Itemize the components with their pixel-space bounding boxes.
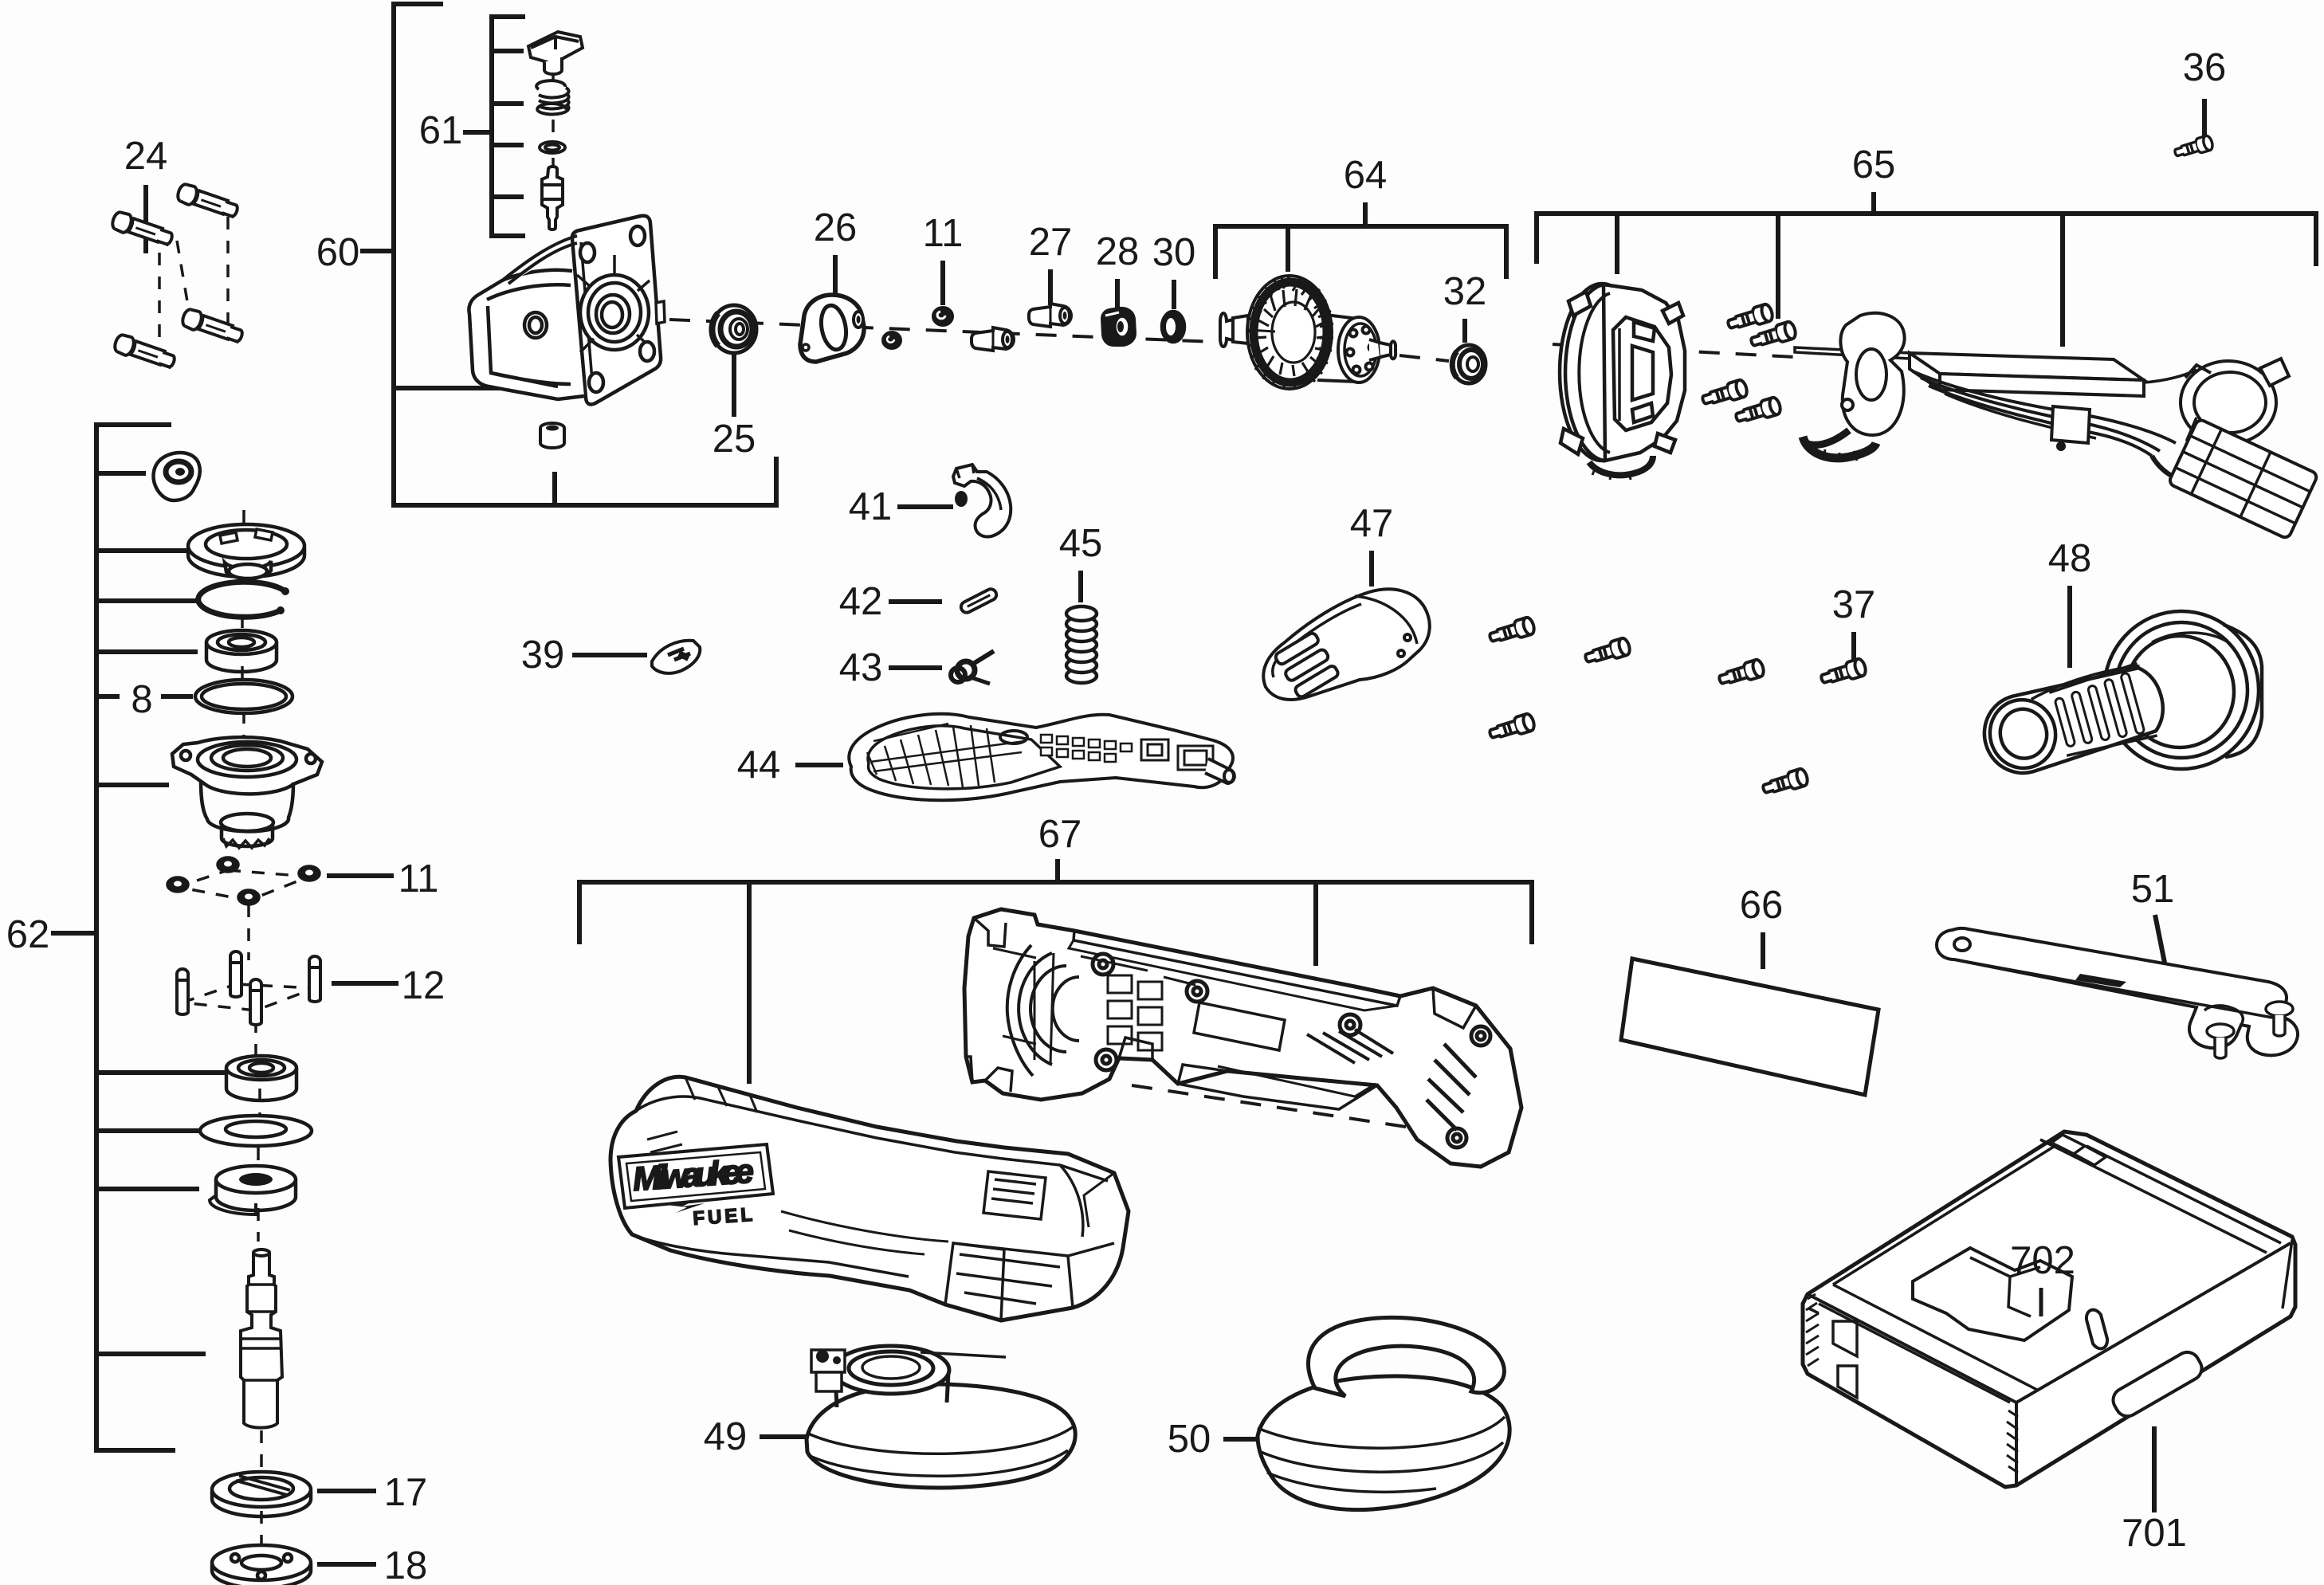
svg-text:66: 66 xyxy=(1740,884,1784,927)
svg-text:36: 36 xyxy=(2183,46,2227,89)
svg-text:65: 65 xyxy=(1852,143,1896,186)
svg-text:64: 64 xyxy=(1344,154,1388,197)
svg-text:8: 8 xyxy=(131,678,152,721)
svg-text:11: 11 xyxy=(923,212,964,255)
svg-text:39: 39 xyxy=(521,634,565,677)
svg-text:702: 702 xyxy=(2010,1239,2075,1282)
svg-text:50: 50 xyxy=(1168,1418,1211,1461)
svg-text:701: 701 xyxy=(2122,1512,2187,1555)
svg-text:18: 18 xyxy=(384,1544,428,1585)
svg-text:67: 67 xyxy=(1038,813,1082,856)
svg-text:48: 48 xyxy=(2048,537,2092,580)
svg-text:30: 30 xyxy=(1152,231,1196,274)
svg-text:44: 44 xyxy=(737,743,781,787)
svg-text:61: 61 xyxy=(419,109,463,152)
svg-text:42: 42 xyxy=(839,580,883,623)
svg-text:45: 45 xyxy=(1059,522,1103,565)
svg-text:43: 43 xyxy=(839,646,883,689)
svg-text:26: 26 xyxy=(814,206,858,249)
svg-text:Milwaukee: Milwaukee xyxy=(631,1151,755,1197)
svg-text:28: 28 xyxy=(1096,230,1140,273)
svg-text:62: 62 xyxy=(6,913,50,956)
svg-text:24: 24 xyxy=(124,135,168,178)
svg-text:11: 11 xyxy=(398,857,439,900)
svg-text:51: 51 xyxy=(2131,868,2175,911)
svg-text:49: 49 xyxy=(704,1415,748,1458)
svg-text:FUEL: FUEL xyxy=(693,1204,756,1230)
svg-text:12: 12 xyxy=(402,964,446,1007)
svg-text:17: 17 xyxy=(384,1471,428,1514)
svg-text:32: 32 xyxy=(1443,270,1487,313)
svg-text:27: 27 xyxy=(1029,221,1073,264)
svg-text:37: 37 xyxy=(1832,583,1876,626)
svg-text:25: 25 xyxy=(713,418,756,461)
svg-text:41: 41 xyxy=(849,485,893,528)
svg-text:60: 60 xyxy=(316,231,360,274)
svg-text:47: 47 xyxy=(1350,502,1394,545)
